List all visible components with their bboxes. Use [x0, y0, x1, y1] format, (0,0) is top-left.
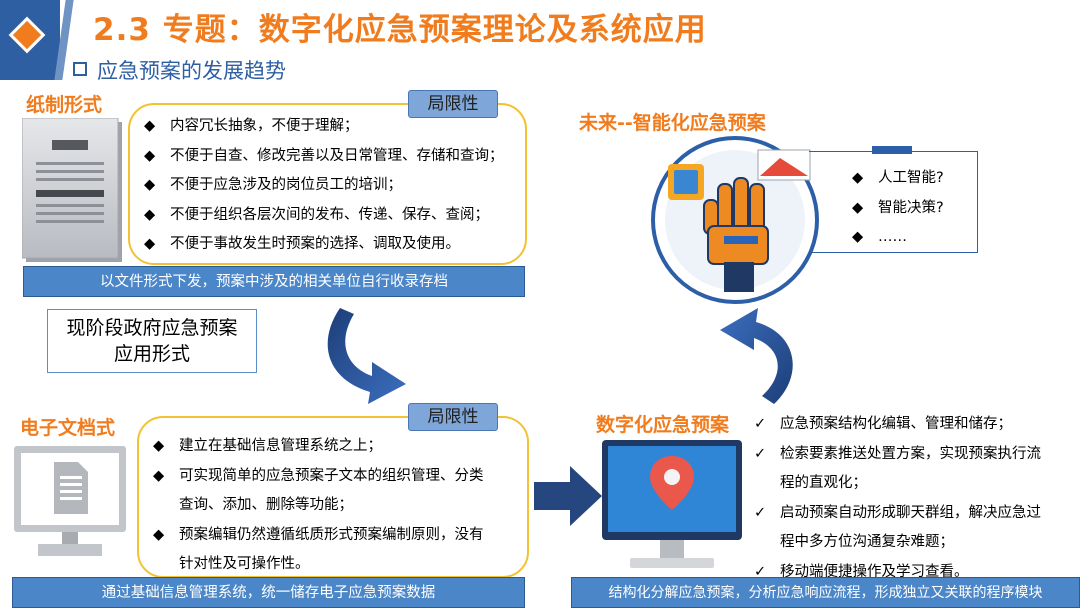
list-item: ✓检索要素推送处置方案，实现预案执行流 [754, 440, 1041, 470]
list-item: ◆智能决策? [852, 194, 944, 224]
list-item-text: 启动预案自动形成聊天群组，解决应急过 [780, 505, 1041, 521]
list-item: ◆预案编辑仍然遵循纸质形式预案编制原则，没有 [153, 521, 484, 551]
diamond-bullet-icon: ◆ [144, 171, 170, 201]
list-item: 程的直观化； [754, 469, 1041, 499]
list-item: 针对性及可操作性。 [153, 550, 484, 580]
paper-bar: 以文件形式下发，预案中涉及的相关单位自行收录存档 [23, 266, 525, 297]
paper-limit-tag: 局限性 [408, 90, 498, 118]
paper-label: 纸制形式 [26, 90, 102, 117]
diamond-bullet-icon: ◆ [852, 223, 878, 253]
diamond-bullet-icon: ◆ [144, 112, 170, 142]
digital-monitor-icon [602, 440, 746, 580]
document-icon [22, 118, 126, 266]
check-icon: ✓ [754, 499, 780, 529]
list-item-text: …… [878, 229, 907, 245]
list-item: 程中多方位沟通复杂难题； [754, 528, 1041, 558]
list-item-text: 检索要素推送处置方案，实现预案执行流 [780, 446, 1041, 462]
list-item: ◆不便于应急涉及的岗位员工的培训； [144, 171, 504, 201]
electronic-label: 电子文档式 [20, 413, 115, 440]
list-item: ◆…… [852, 223, 944, 253]
diamond-bullet-icon: ◆ [144, 201, 170, 231]
curved-arrow-down-icon [310, 300, 420, 410]
check-icon: ✓ [754, 440, 780, 470]
list-item: ◆不便于自查、修改完善以及日常管理、存储和查询； [144, 142, 504, 172]
diamond-bullet-icon: ◆ [153, 462, 179, 492]
diamond-bullet-icon: ◆ [153, 521, 179, 551]
current-form-box: 现阶段政府应急预案 应用形式 [47, 309, 257, 373]
list-item-text: 内容冗长抽象，不便于理解； [170, 118, 359, 134]
diamond-bullet-icon: ◆ [153, 432, 179, 462]
list-item: ◆不便于事故发生时预案的选择、调取及使用。 [144, 230, 504, 260]
list-item: ◆人工智能? [852, 164, 944, 194]
curved-arrow-up-icon [712, 300, 812, 412]
list-item-text: 不便于应急涉及的岗位员工的培训； [170, 177, 402, 193]
list-item: 查询、添加、删除等功能； [153, 491, 484, 521]
list-item-text: 查询、添加、删除等功能； [179, 497, 353, 513]
current-form-line2: 应用形式 [48, 341, 256, 367]
list-item-text: 程中多方位沟通复杂难题； [780, 534, 954, 550]
current-form-line1: 现阶段政府应急预案 [48, 315, 256, 341]
electronic-limitations-box: ◆建立在基础信息管理系统之上； ◆可实现简单的应急预案子文本的组织管理、分类 查… [137, 416, 529, 578]
digital-list: ✓应急预案结构化编辑、管理和储存； ✓检索要素推送处置方案，实现预案执行流 程的… [754, 410, 1041, 587]
list-item-text: 不便于组织各层次间的发布、传递、保存、查阅； [170, 207, 489, 223]
monitor-icon [14, 446, 130, 558]
arrow-right-icon [534, 466, 604, 526]
diamond-bullet-icon: ◆ [852, 164, 878, 194]
electronic-limit-tag: 局限性 [408, 403, 498, 431]
page-subtitle: 应急预案的发展趋势 [97, 55, 286, 85]
page-title: 2.3 专题：数字化应急预案理论及系统应用 [93, 4, 707, 49]
list-item-text: 智能决策? [878, 200, 944, 216]
check-icon: ✓ [754, 410, 780, 440]
future-bracket-cap [872, 146, 912, 154]
file-icon [54, 462, 88, 514]
list-item-text: 不便于事故发生时预案的选择、调取及使用。 [170, 236, 460, 252]
list-item-text: 应急预案结构化编辑、管理和储存； [780, 416, 1012, 432]
digital-label: 数字化应急预案 [596, 410, 729, 437]
list-item: ◆可实现简单的应急预案子文本的组织管理、分类 [153, 462, 484, 492]
electronic-bar: 通过基础信息管理系统，统一储存电子应急预案数据 [12, 577, 525, 608]
list-item: ✓应急预案结构化编辑、管理和储存； [754, 410, 1041, 440]
paper-limitations-box: ◆内容冗长抽象，不便于理解； ◆不便于自查、修改完善以及日常管理、存储和查询； … [128, 103, 527, 265]
robot-hand-icon [640, 128, 830, 304]
digital-bar: 结构化分解应急预案，分析应急响应流程，形成独立又关联的程序模块 [571, 577, 1080, 608]
list-item-text: 程的直观化； [780, 475, 867, 491]
list-item: ◆建立在基础信息管理系统之上； [153, 432, 484, 462]
list-item-text: 针对性及可操作性。 [179, 556, 310, 572]
future-list: ◆人工智能? ◆智能决策? ◆…… [852, 164, 944, 253]
diamond-bullet-icon: ◆ [144, 230, 170, 260]
list-item: ◆不便于组织各层次间的发布、传递、保存、查阅； [144, 201, 504, 231]
list-item-text: 预案编辑仍然遵循纸质形式预案编制原则，没有 [179, 527, 484, 543]
list-item-text: 人工智能? [878, 170, 944, 186]
square-bullet-icon [73, 62, 87, 76]
diamond-bullet-icon: ◆ [144, 142, 170, 172]
diamond-bullet-icon: ◆ [852, 194, 878, 224]
list-item-text: 不便于自查、修改完善以及日常管理、存储和查询； [170, 148, 504, 164]
list-item: ✓启动预案自动形成聊天群组，解决应急过 [754, 499, 1041, 529]
list-item-text: 可实现简单的应急预案子文本的组织管理、分类 [179, 468, 484, 484]
list-item-text: 建立在基础信息管理系统之上； [179, 438, 382, 454]
